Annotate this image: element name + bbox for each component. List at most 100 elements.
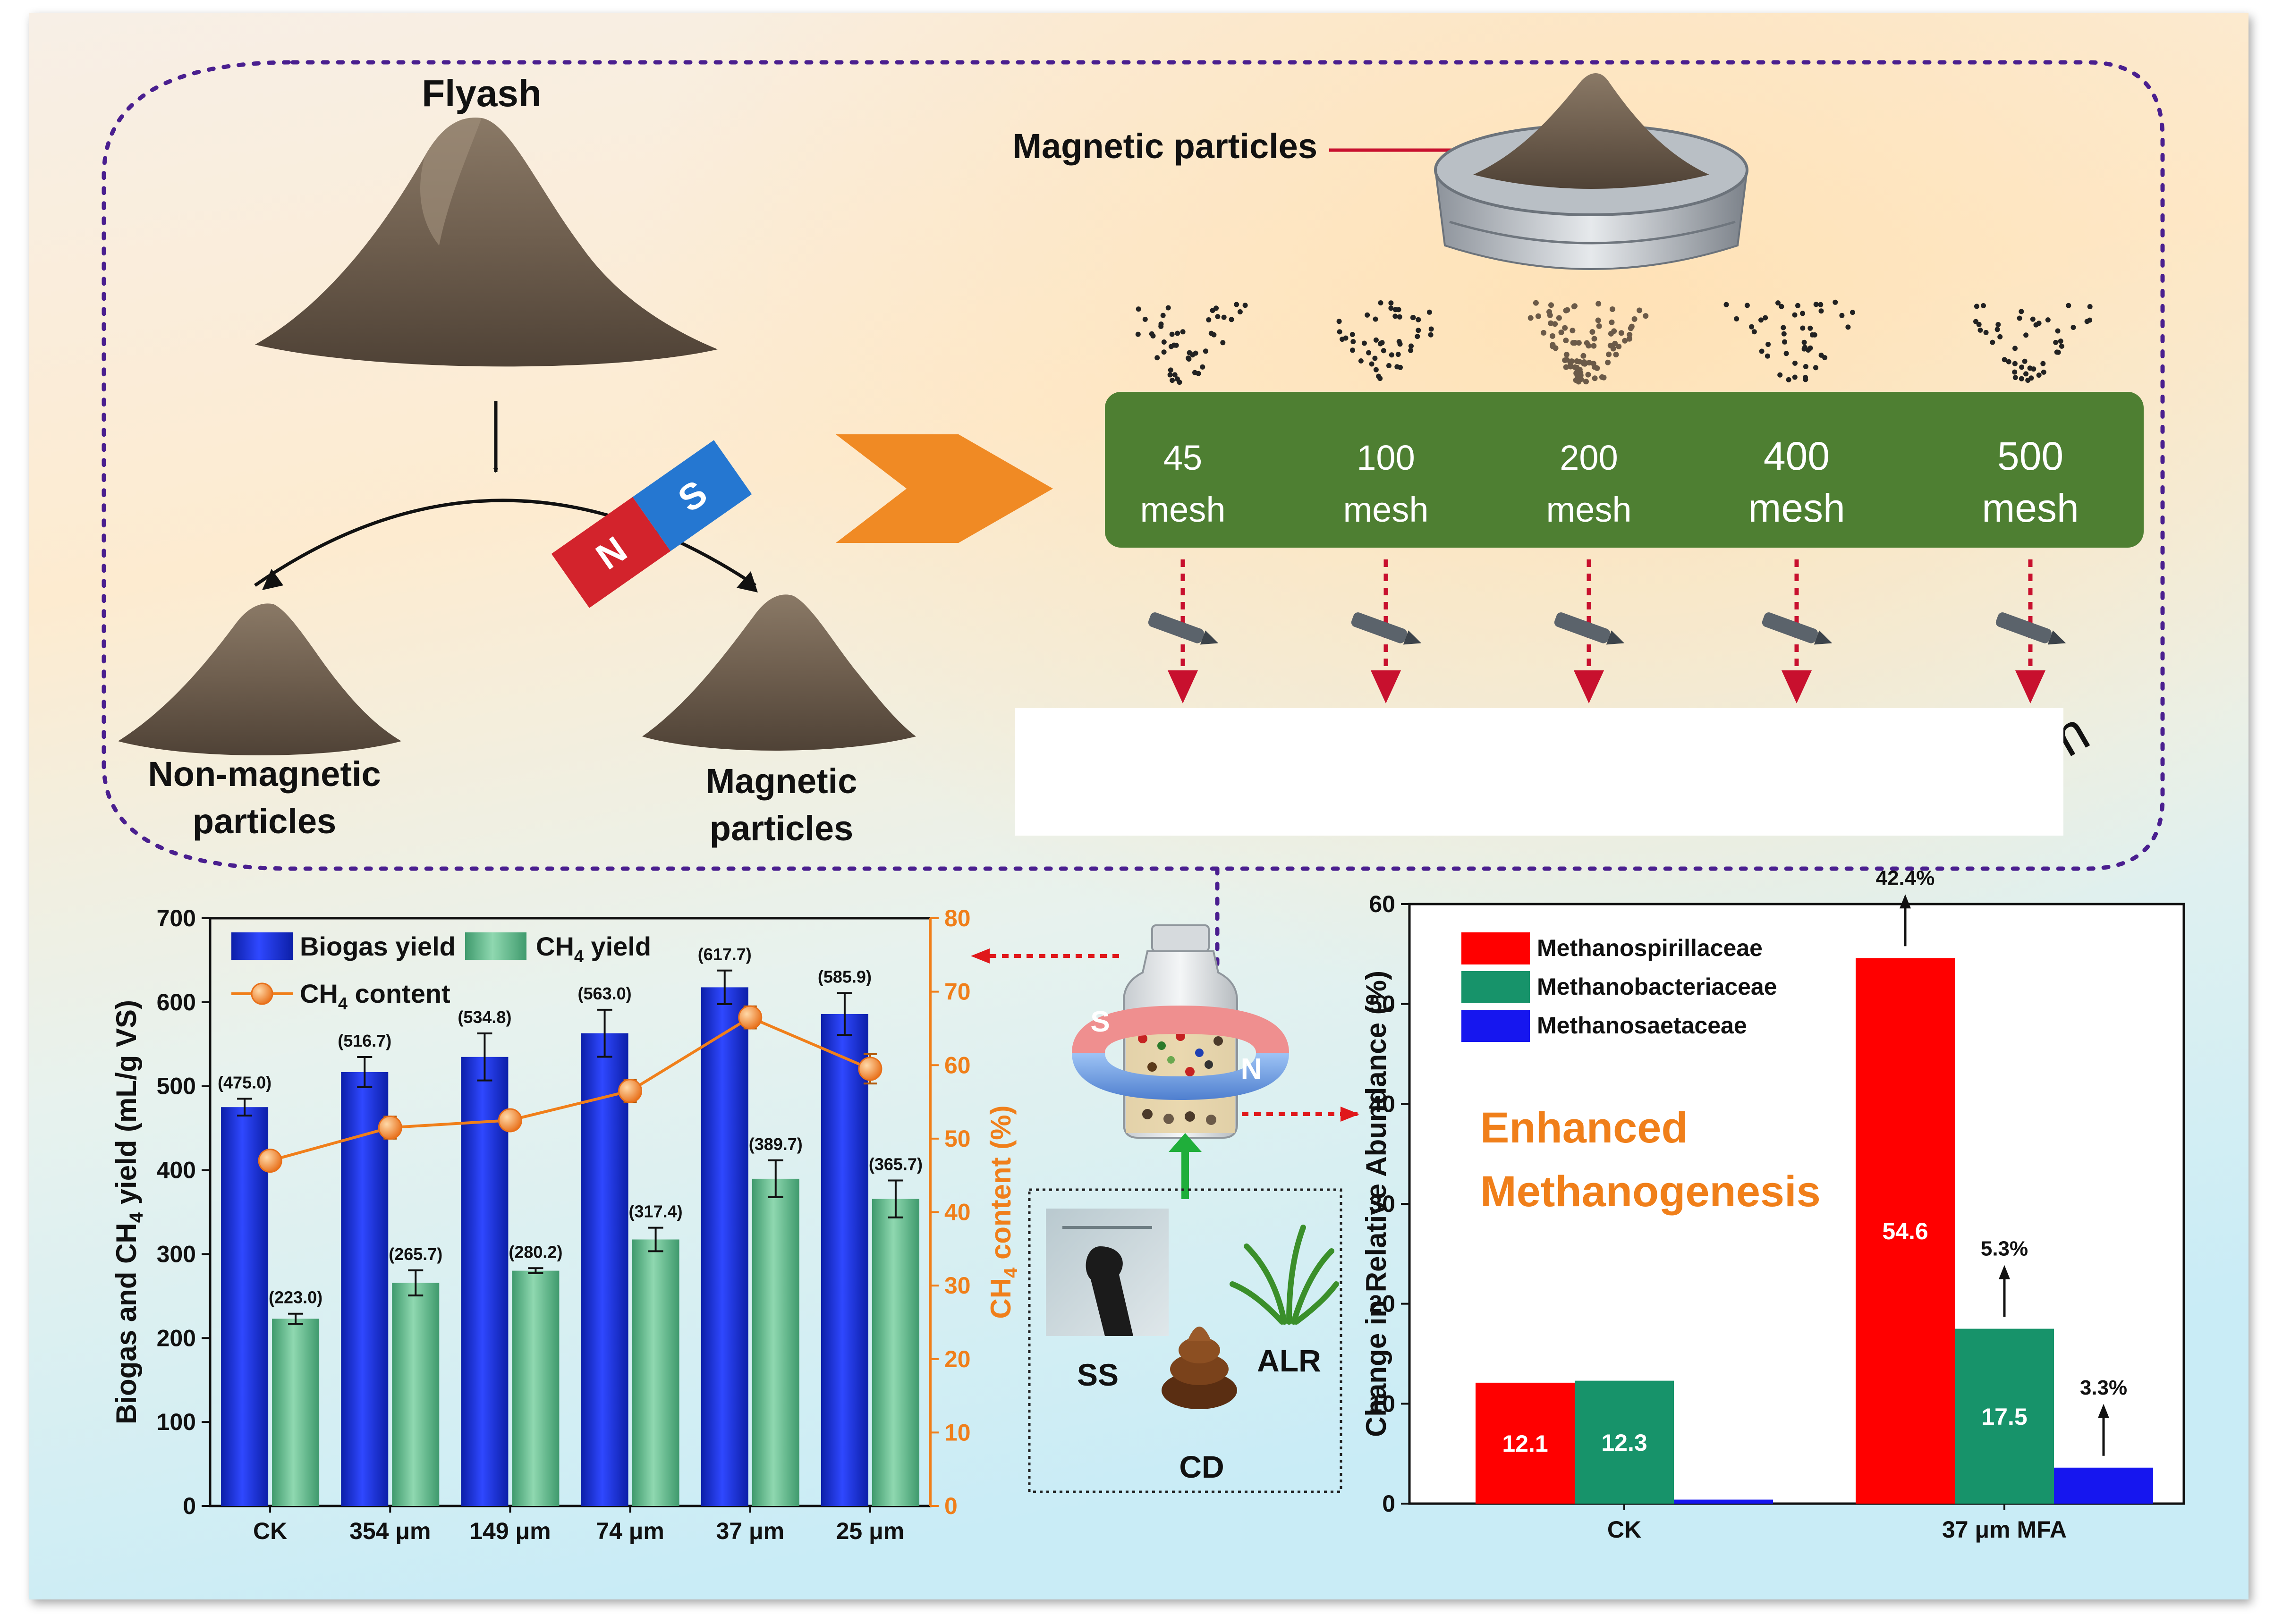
chart1-ylabel-part: Biogas and CH: [110, 1223, 142, 1424]
chart1-label-biogas: (534.8): [458, 1007, 511, 1027]
particle-dot: [2022, 358, 2028, 364]
process-chevron: [836, 434, 1053, 543]
chart1-label-ch4: (223.0): [269, 1288, 322, 1307]
particle-dot: [2054, 349, 2060, 355]
particle-dot: [1591, 336, 1597, 342]
particle-dot: [1365, 312, 1370, 318]
particle-dot: [1573, 370, 1579, 376]
particle-dot: [2070, 325, 2076, 330]
particle-dot: [1161, 339, 1167, 345]
chart1-y2tick-label: 50: [944, 1125, 971, 1152]
particle-dot: [1782, 339, 1787, 345]
chart1-ytick-label: 300: [157, 1241, 196, 1267]
chart1-bar-biogas: [821, 1014, 868, 1506]
particle-dot: [1783, 351, 1789, 356]
magnetic-particles-label: Magnetic particles: [1012, 127, 1317, 166]
particle-dot: [1527, 315, 1534, 321]
chart2-ytick-label: 50: [1369, 991, 1395, 1017]
legend-content-part: CH: [300, 979, 338, 1008]
mesh-arrowhead-0: [1168, 670, 1198, 703]
particle-dot: [2066, 303, 2071, 308]
chart1-label-ch4: (317.4): [629, 1202, 683, 1221]
particle-dot: [1609, 306, 1615, 312]
chart-biogas-yield: 010020030040050060070001020304050607080C…: [110, 905, 1021, 1544]
particle-dot: [1168, 367, 1173, 373]
particle-dot: [1563, 307, 1569, 313]
particle-dot: [1606, 351, 1612, 357]
particle-dot: [1336, 319, 1342, 324]
chart2-bar-2: [2054, 1467, 2153, 1504]
particle-dot: [1803, 377, 1808, 382]
chart1-point-ch4-content: [618, 1079, 643, 1103]
particle-dot: [1563, 338, 1569, 344]
particle-dot: [1612, 340, 1618, 347]
mesh-number-0: 45: [1163, 438, 1202, 477]
particle-dot: [1572, 340, 1578, 346]
particle-dot: [1583, 379, 1589, 385]
legend-content-sub: 4: [338, 994, 348, 1013]
particle-dot: [1833, 299, 1838, 305]
mesh-arrowhead-1: [1371, 670, 1401, 703]
particle-dot: [1568, 361, 1574, 367]
chart2-xtick-label: 37 μm MFA: [1942, 1516, 2067, 1543]
particle-dot: [1558, 330, 1564, 336]
particle-dot: [2027, 365, 2033, 371]
chart1-bar-biogas: [701, 987, 748, 1506]
particle-dot: [1136, 306, 1141, 312]
chart1-ytick-label: 600: [157, 989, 196, 1015]
particle-dot: [2036, 372, 2042, 378]
chart2-increase-arrowhead: [1900, 894, 1911, 909]
particle-dot: [1807, 325, 1813, 331]
particle-dot: [1203, 348, 1208, 354]
magnetic-label-1: Magnetic: [706, 761, 857, 801]
particle-dot: [2059, 343, 2064, 349]
particle-dot: [2058, 338, 2063, 344]
particle-dot: [1175, 330, 1180, 336]
particle-dot: [2006, 359, 2011, 364]
substrate-box: SS CD ALR: [1028, 1188, 1342, 1493]
chart1-line-ch4-content: [270, 1015, 871, 1162]
particle-dot: [1167, 372, 1173, 378]
legend-swatch-biogas: [231, 932, 293, 960]
chart2-increase-label: 42.4%: [1876, 866, 1935, 889]
particle-dot: [1759, 348, 1765, 354]
chart2-legend-swatch-2: [1461, 1010, 1530, 1042]
chart2-increase-arrowhead: [1999, 1265, 2010, 1279]
chart2-ytick-label: 10: [1369, 1390, 1395, 1417]
particle-dot: [1426, 309, 1432, 315]
particle-dot: [1744, 303, 1750, 308]
particle-dot: [1995, 322, 2001, 327]
particle-dot: [1366, 350, 1372, 355]
chart1-point-ch4-content: [378, 1116, 402, 1140]
chart1-ytick-label: 0: [183, 1493, 196, 1519]
particle-dot: [1349, 332, 1355, 337]
particle-dot: [2002, 357, 2007, 363]
chart1-label-biogas: (585.9): [818, 967, 872, 986]
mesh-band: [1105, 392, 2144, 548]
particle-dot: [1585, 372, 1591, 378]
particle-dot: [1408, 347, 1414, 353]
particle-dot: [1548, 302, 1554, 308]
mesh-unit-4: mesh: [1982, 486, 2079, 530]
chart1-bar-biogas: [461, 1057, 509, 1506]
particle-dot: [1220, 340, 1226, 346]
chart1-ylabel-sub: 4: [126, 1212, 147, 1223]
particle-dot: [1765, 353, 1770, 359]
collection-tube-4: [1995, 612, 2066, 645]
chart2-ytick-label: 20: [1369, 1291, 1395, 1317]
chart2-bar-0: [1856, 958, 1955, 1504]
particle-dot: [1850, 310, 1855, 315]
particle-dot: [1161, 349, 1167, 355]
particle-dot: [1211, 332, 1217, 338]
particle-dot: [1818, 302, 1824, 307]
particle-dot: [1550, 343, 1556, 349]
chart1-ytick-label: 200: [157, 1325, 196, 1351]
tube-tip-3: [1814, 630, 1833, 645]
particle-dot: [1608, 330, 1614, 337]
particle-dot: [1775, 300, 1781, 306]
substrate-cd: CD: [1179, 1449, 1224, 1484]
chart1-label-ch4: (365.7): [869, 1154, 923, 1174]
chart1-label-ch4: (280.2): [509, 1242, 562, 1261]
tube-body-1: [1351, 612, 1407, 643]
mesh-unit-1: mesh: [1343, 490, 1429, 529]
